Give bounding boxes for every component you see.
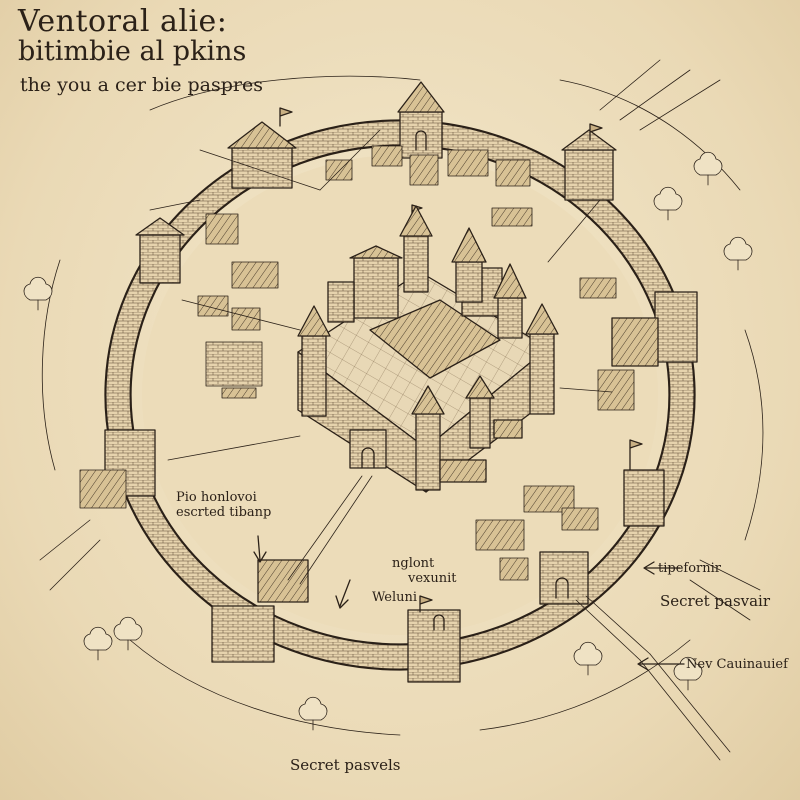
arrow-icon <box>253 535 685 671</box>
center-annotation-line1: nglont <box>392 556 435 571</box>
map-title-line1: Ventoral alie: <box>18 4 228 39</box>
right-annotation-3: Nev Cauinauief <box>686 657 788 672</box>
map-title-line2: bitimbie al pkins <box>18 36 247 67</box>
center-annotation: nglont vexunit <box>392 556 457 586</box>
left-annotation: Pio honlovoi escrted tibanp <box>176 490 271 520</box>
landscape <box>39 59 764 736</box>
left-annotation-line2: escrted tibanp <box>176 505 272 520</box>
keep <box>297 205 559 493</box>
center-annotation-line2: vexunit <box>408 571 457 586</box>
right-annotation-1: tipefornir <box>658 561 721 576</box>
center-annotation-line3: Weluni <box>372 590 418 605</box>
bottom-annotation: Secret pasvels <box>290 756 401 774</box>
flag-icon <box>279 107 643 613</box>
right-annotation-2: Secret pasvair <box>660 592 771 610</box>
left-annotation-line1: Pio honlovoi <box>176 490 257 505</box>
paths <box>149 129 731 761</box>
tower-icon <box>104 81 698 683</box>
outbuildings <box>79 145 635 581</box>
map-subtitle: the you a cer bie paspres <box>20 74 263 96</box>
